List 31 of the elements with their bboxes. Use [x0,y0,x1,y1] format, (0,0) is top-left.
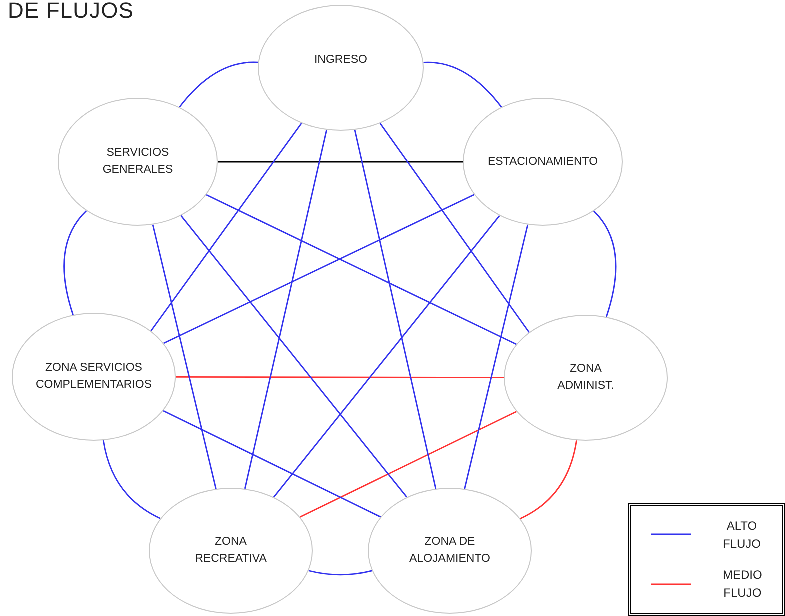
connector-line [594,210,617,318]
connector-line [102,440,161,520]
connector-line [163,410,382,518]
connector-line [180,215,408,498]
zone-label: ZONA DE ALOJAMIENTO [410,535,490,567]
connector-line [464,224,529,490]
connector-line [176,376,504,379]
zone-label: ZONA ADMINIST. [558,362,614,394]
connector-line [380,123,530,333]
zone-label: INGRESO [314,52,368,68]
connector-line [152,224,217,490]
connector-line [64,210,88,316]
connector-line [244,130,328,490]
zone-label: ESTACIONAMIENTO [488,154,598,170]
legend-label: ALTO FLUJO [723,518,761,553]
connector-line [206,194,517,346]
zone-label: ZONA SERVICIOS COMPLEMENTARIOS [36,361,152,393]
legend-label: MEDIO FLUJO [723,567,762,602]
connector-line [520,440,578,520]
connector-line [308,570,372,576]
diagram-title: DE FLUJOS [8,0,134,22]
connector-line [150,123,302,332]
connector-line [179,62,258,108]
zone-label: ZONA RECREATIVA [195,535,267,567]
connector-line [424,62,502,108]
connector-line [164,194,475,344]
connector-line [354,130,437,490]
connector-line [273,215,500,498]
connector-line [300,411,518,518]
connector-line [218,161,463,163]
zone-label: SERVICIOS GENERALES [102,146,174,178]
